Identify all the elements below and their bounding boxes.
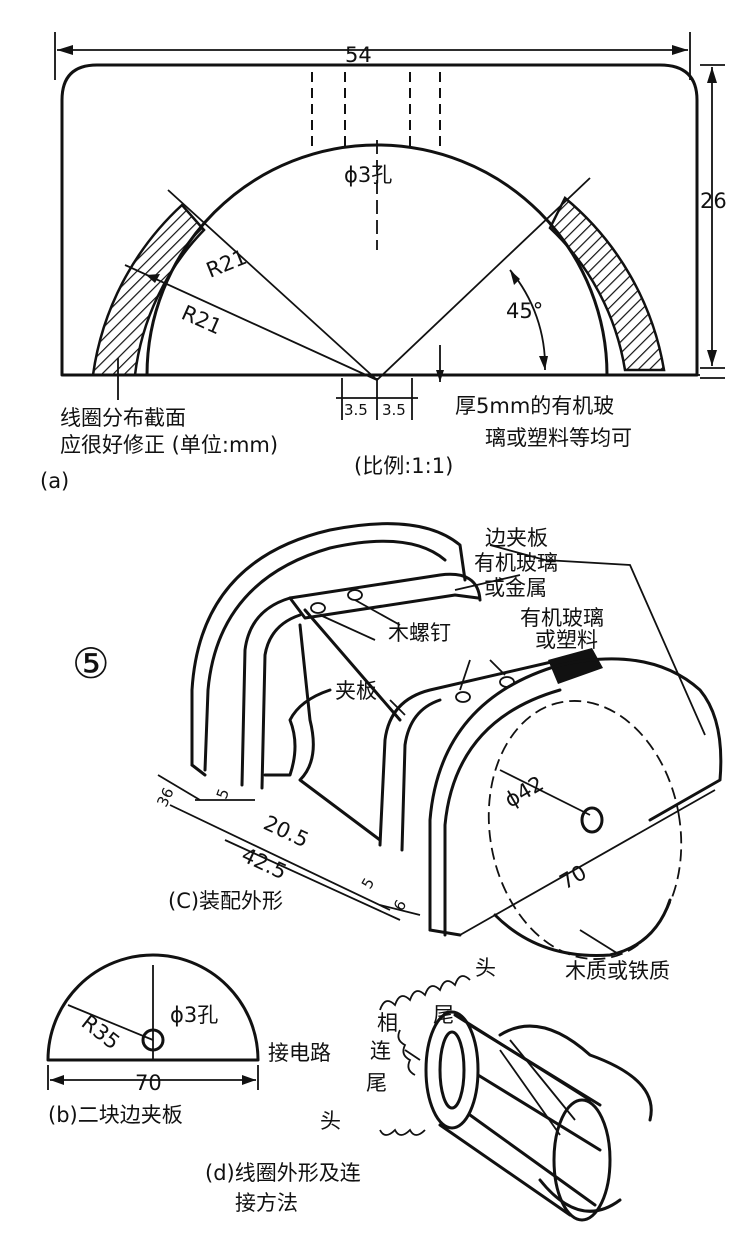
connect-circuit-label: 接电路 [268,1041,331,1065]
section-note-line1: 线圈分布截面 [60,406,186,430]
tail-top-label: 尾 [433,1003,454,1027]
screws-label: 木螺钉 [388,621,451,645]
panel-a-section-view: 54 26 ϕ3孔 R21 R21 45° 3.5 3.5 线圈分布截面 应很好… [40,32,727,493]
side-material-line2: 或金属 [484,576,547,600]
side-plate-label: 边夹板 [485,526,548,550]
screw-hole-1 [310,602,326,614]
back-side-plate [190,522,467,767]
hole-label-b: ϕ3孔 [170,1003,218,1027]
scale-label: (比例:1:1) [354,454,453,478]
panel-b-side-plate: R35 ϕ3孔 70 (b)二块边夹板 [46,953,260,1127]
width-label-b: 70 [135,1071,162,1095]
strip-material-line1: 有机玻璃 [520,606,604,630]
diameter-label: ϕ42 [501,771,548,812]
coil-end-ring-right [552,1098,612,1222]
dim-5-right: 5 [358,875,378,892]
radius-label-1: R21 [203,245,250,283]
offset-right-label: 3.5 [382,401,406,419]
screw-hole-2 [347,589,363,601]
plastic-strip [548,648,603,684]
figure-number: ⑤ [72,639,110,688]
adjacent-label: 相 [377,1011,398,1035]
front-half-disc [428,657,723,932]
section-note-line2: 应很好修正 (单位:mm) [60,433,278,457]
panel-d-caption-line1: (d)线圈外形及连 [205,1161,361,1185]
width-label: 54 [345,43,372,67]
coil-section-right [548,196,666,372]
offset-left-label: 3.5 [344,401,368,419]
side-plate-hole [141,1028,165,1052]
side-material-line1: 有机玻璃 [474,551,558,575]
center-hole [580,806,604,834]
tail-bottom-label: 尾 [366,1071,387,1095]
dim-5-left: 5 [213,786,233,801]
radius-label-2: R21 [178,301,226,340]
panel-a-label: (a) [40,469,69,493]
panel-c-assembly-view: ⑤ [72,522,723,983]
half-disc [46,953,260,1062]
material-note-line2: 璃或塑料等均可 [485,426,632,450]
length-label: 70 [556,860,591,894]
head-top-label: 头 [475,956,496,980]
clamp-plate-label: 夹板 [335,679,377,703]
material-note-line1: 厚5mm的有机玻 [455,394,614,418]
hole-label: ϕ3孔 [344,163,392,187]
dim-20-5: 20.5 [260,811,313,853]
panel-d-coil-view: 头 尾 相 连 接电路 尾 头 (d)线圈外形及连 接方法 [205,956,653,1222]
plate-outline [60,63,699,377]
panel-c-caption: (C)装配外形 [168,889,283,913]
height-label: 26 [700,189,727,213]
screw-hole-3 [455,691,471,703]
coil-section-left [91,203,206,377]
connect-label: 连 [370,1039,391,1063]
radius-label: R35 [77,1010,124,1054]
base-disc-hidden [487,700,683,960]
strip-material-line2: 或塑料 [535,628,598,652]
head-bottom-label: 头 [320,1109,341,1133]
coil-loops-bottom [379,1128,426,1136]
base-material-label: 木质或铁质 [565,959,670,983]
panel-b-caption: (b)二块边夹板 [48,1103,183,1127]
coil-end-ring-left [424,1010,480,1130]
coil-loops-top [379,975,471,1011]
panel-d-caption-line2: 接方法 [235,1191,298,1215]
angle-label: 45° [506,299,543,323]
